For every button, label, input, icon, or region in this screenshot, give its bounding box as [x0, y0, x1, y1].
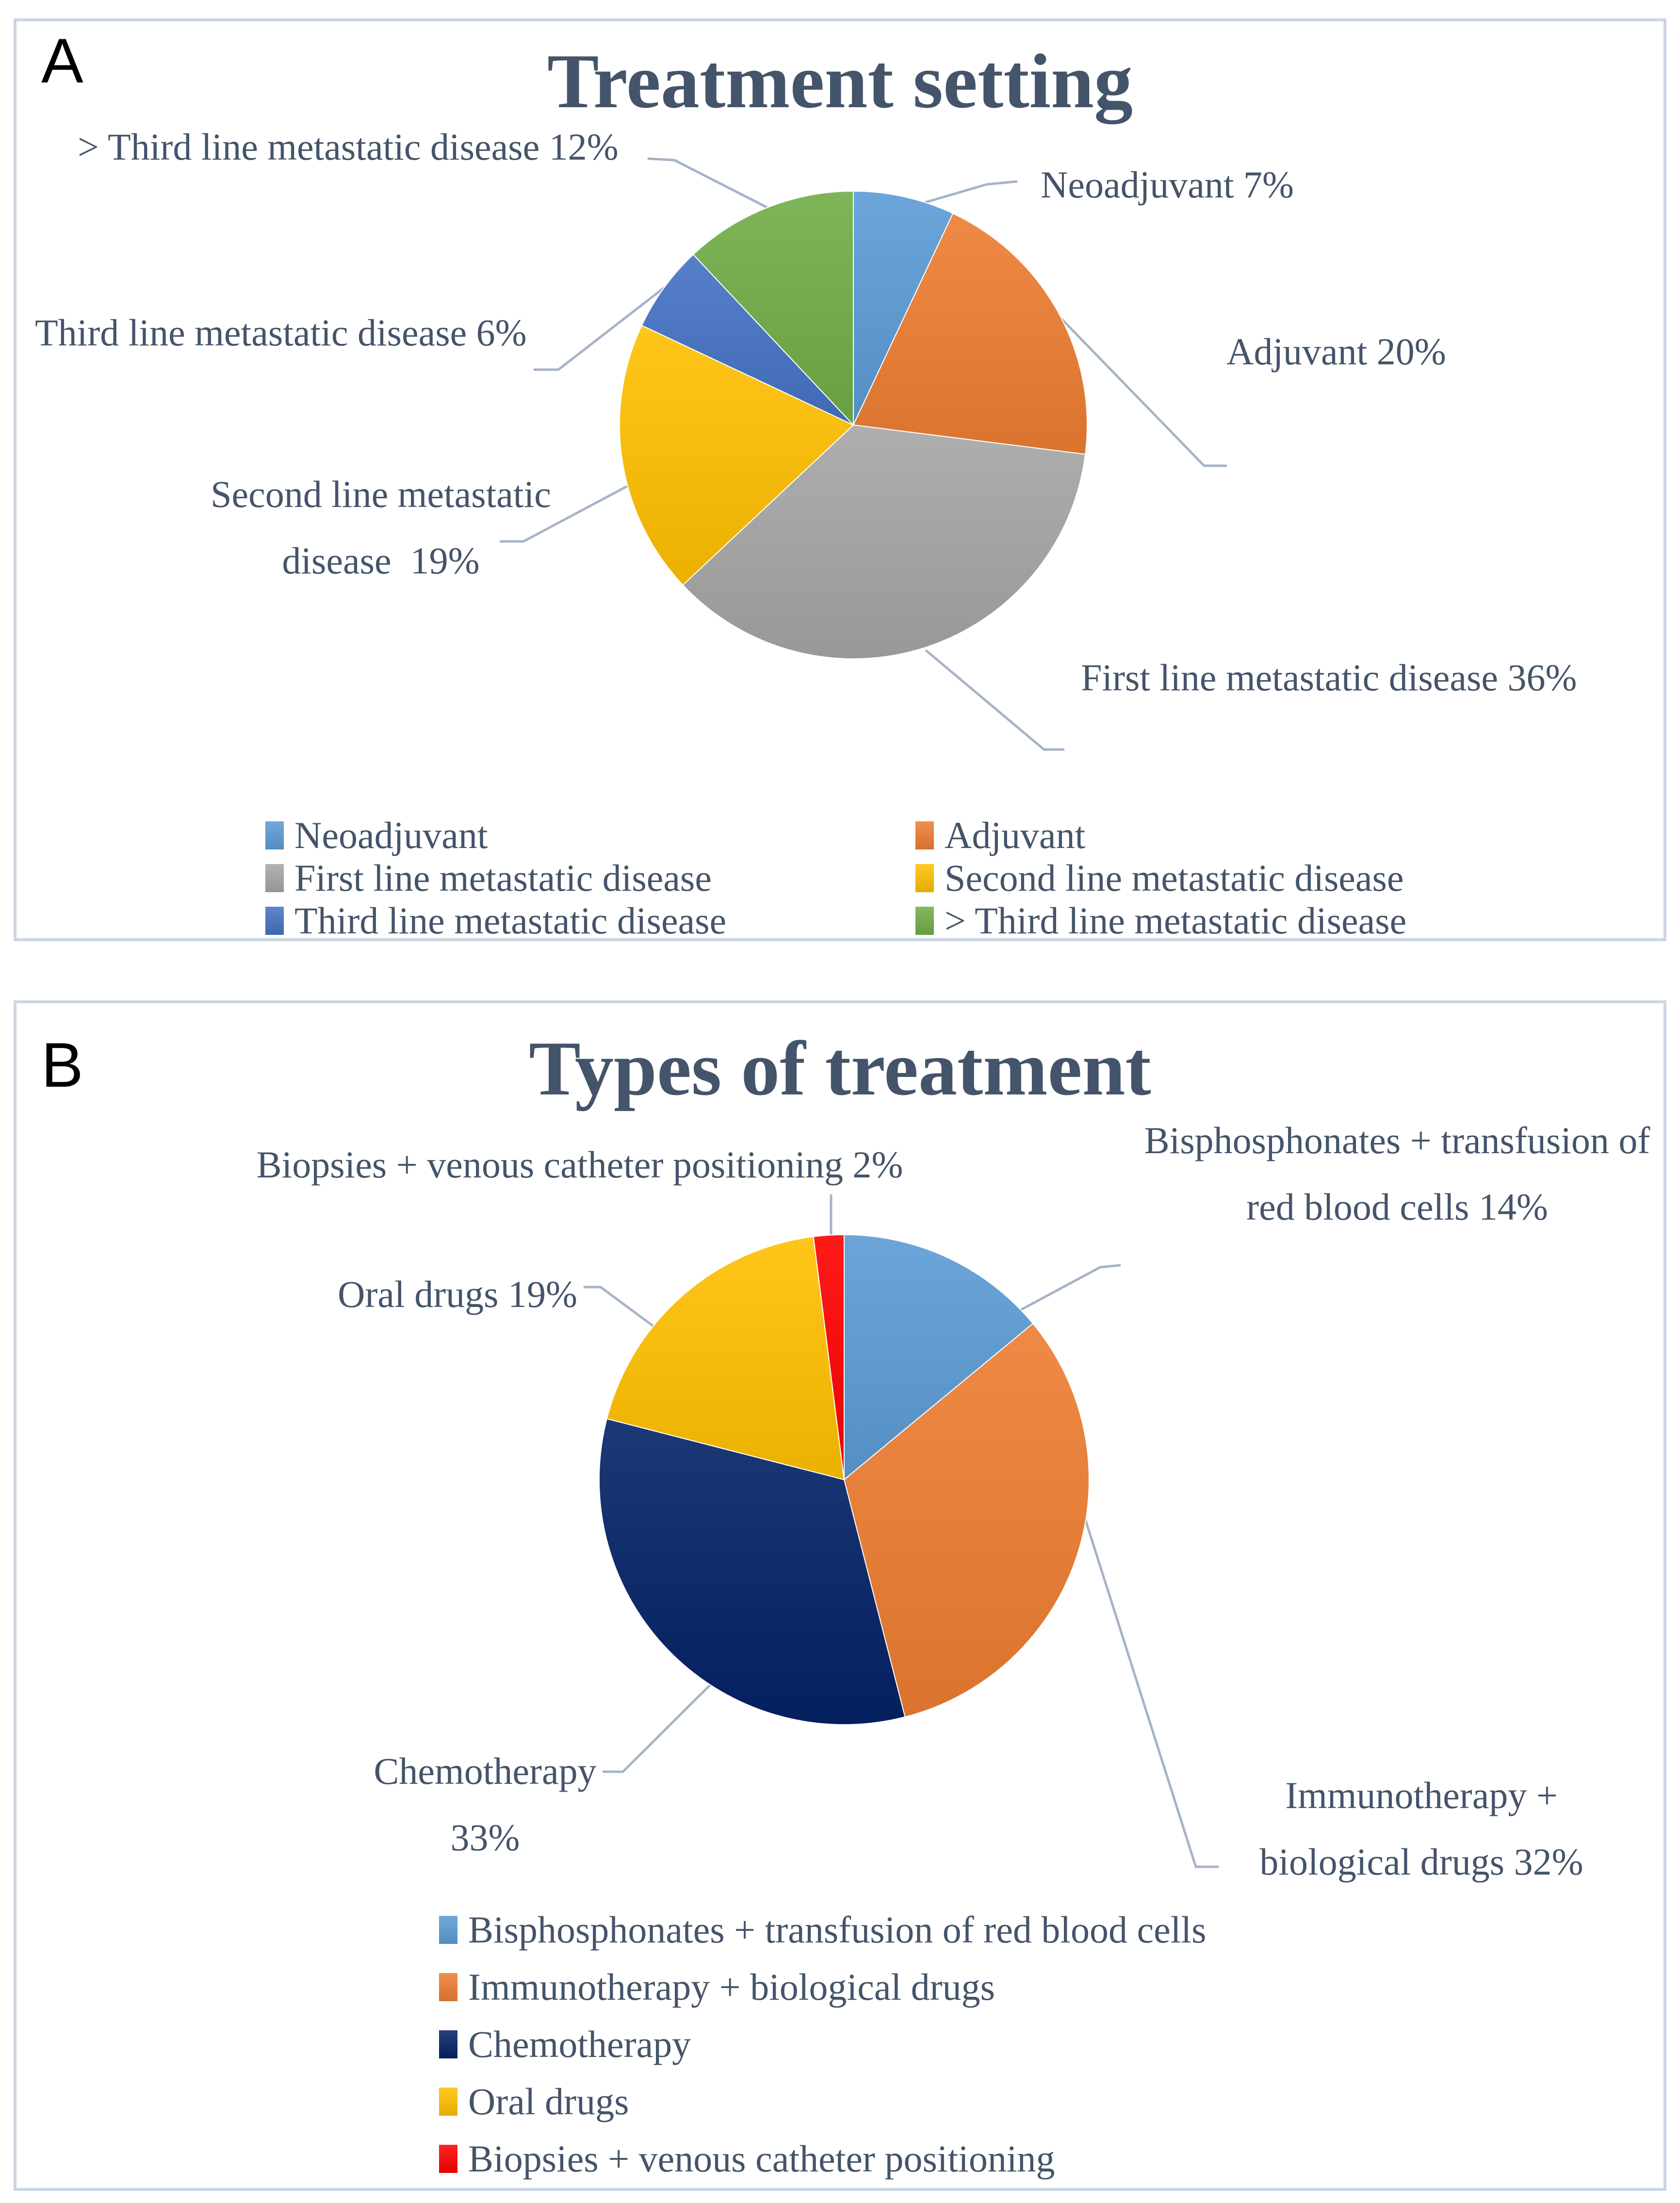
legend-item-chemotherapy: Chemotherapy — [439, 2022, 691, 2067]
legend-item-immunotherapy: Immunotherapy + biological drugs — [439, 1964, 995, 2010]
legend-swatch-chemotherapy — [439, 2030, 457, 2058]
legend-label: Immunotherapy + biological drugs — [468, 1966, 995, 2008]
legend-label: Bisphosphonates + transfusion of red blo… — [468, 1909, 1207, 1951]
legend-item-biopsies: Biopsies + venous catheter positioning — [439, 2136, 1055, 2182]
legend-label: Adjuvant — [945, 814, 1086, 856]
legend-item-third-line: Third line metastatic disease — [265, 898, 726, 944]
legend-label: Oral drugs — [468, 2080, 629, 2122]
callout-neoadjuvant: Neoadjuvant 7% — [1041, 163, 1294, 206]
legend-swatch-oral-drugs — [439, 2088, 457, 2116]
legend-label: > Third line metastatic disease — [945, 899, 1407, 942]
legend-item-gt-third-line: > Third line metastatic disease — [915, 898, 1406, 944]
callout-bisphosphonates: Bisphosphonates + transfusion of red blo… — [1144, 1119, 1650, 1228]
legend-swatch-neoadjuvant — [265, 821, 284, 849]
callout-oral-drugs: Oral drugs 19% — [338, 1273, 577, 1315]
legend-swatch-bisphosphonates — [439, 1916, 457, 1944]
legend-label: Neoadjuvant — [294, 814, 488, 856]
legend-swatch-adjuvant — [915, 821, 934, 849]
legend-item-neoadjuvant: Neoadjuvant — [265, 813, 488, 858]
callout-biopsies: Biopsies + venous catheter positioning 2… — [256, 1143, 903, 1186]
callout-second-line: Second line metastatic disease 19% — [211, 473, 551, 582]
callout-gt-third-line: > Third line metastatic disease 12% — [78, 126, 619, 168]
callout-chemotherapy: Chemotherapy 33% — [374, 1750, 597, 1859]
legend-item-bisphosphonates: Bisphosphonates + transfusion of red blo… — [439, 1907, 1206, 1953]
legend-item-adjuvant: Adjuvant — [915, 813, 1085, 858]
legend-item-first-line: First line metastatic disease — [265, 855, 712, 901]
legend-label: Biopsies + venous catheter positioning — [468, 2138, 1055, 2180]
panel-b-marker: B — [41, 1029, 83, 1100]
legend-swatch-third-line — [265, 907, 284, 935]
legend-label: Third line metastatic disease — [294, 899, 727, 942]
chart-b-title: Types of treatment — [529, 1025, 1151, 1111]
legend-label: Second line metastatic disease — [945, 857, 1404, 899]
legend-swatch-biopsies — [439, 2145, 457, 2173]
legend-item-oral-drugs: Oral drugs — [439, 2079, 629, 2124]
callout-immunotherapy: Immunotherapy + biological drugs 32% — [1259, 1774, 1583, 1883]
legend-swatch-immunotherapy — [439, 1973, 457, 2001]
chart-a-title: Treatment setting — [547, 38, 1133, 124]
panel-a-marker: A — [41, 25, 83, 96]
legend-swatch-second-line — [915, 864, 934, 892]
callout-third-line: Third line metastatic disease 6% — [35, 311, 527, 354]
legend-label: Chemotherapy — [468, 2023, 691, 2065]
legend-item-second-line: Second line metastatic disease — [915, 855, 1404, 901]
legend-swatch-gt-third-line — [915, 907, 934, 935]
legend-label: First line metastatic disease — [294, 857, 712, 899]
callout-first-line: First line metastatic disease 36% — [1081, 656, 1577, 699]
legend-swatch-first-line — [265, 864, 284, 892]
callout-adjuvant: Adjuvant 20% — [1226, 330, 1446, 373]
